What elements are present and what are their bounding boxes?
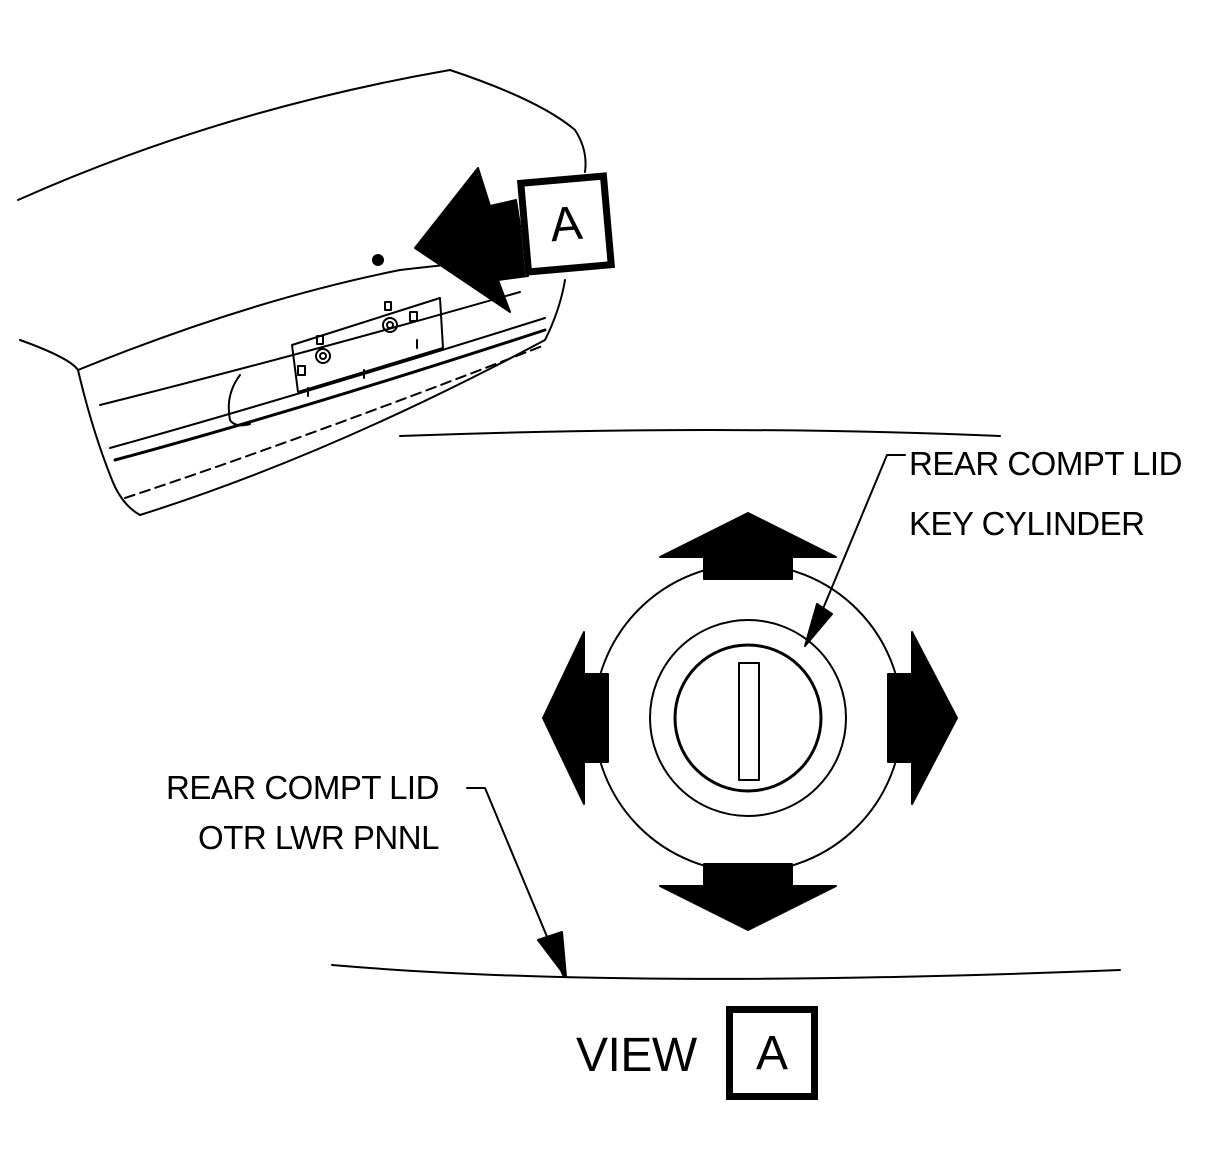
cylinder-bezel bbox=[649, 619, 847, 817]
cylinder-bezel-outer bbox=[593, 563, 903, 873]
arrow-up-icon bbox=[659, 512, 837, 580]
view-direction-arrow bbox=[414, 167, 529, 313]
key-cylinder bbox=[673, 643, 823, 793]
view-word: VIEW bbox=[576, 1029, 697, 1082]
view-upper-edge bbox=[399, 429, 1001, 437]
panel-arrowhead bbox=[537, 931, 567, 978]
view-caption: VIEW bbox=[576, 1028, 697, 1084]
panel-label-line1: REAR COMPT LID bbox=[166, 769, 439, 806]
panel-label-line2: OTR LWR PNNL bbox=[198, 819, 439, 856]
panel-leader bbox=[466, 787, 564, 976]
arrow-right-icon bbox=[887, 631, 958, 805]
arrow-left-icon bbox=[542, 631, 609, 805]
arrow-down-icon bbox=[659, 863, 837, 931]
callout-box-a: A bbox=[516, 172, 616, 276]
key-cylinder-label-line1: REAR COMPT LID bbox=[909, 445, 1182, 482]
view-letter-box: A bbox=[726, 1006, 818, 1100]
key-cylinder-arrowhead bbox=[804, 603, 833, 647]
key-cylinder-label-line2: KEY CYLINDER bbox=[909, 505, 1145, 542]
callout-letter: A bbox=[547, 196, 585, 252]
key-cylinder-leader bbox=[809, 454, 906, 641]
key-cylinder-label: REAR COMPT LID KEY CYLINDER bbox=[909, 444, 1182, 544]
key-slot bbox=[738, 662, 760, 781]
view-letter: A bbox=[755, 1026, 788, 1080]
panel-label: REAR COMPT LID OTR LWR PNNL bbox=[166, 768, 439, 858]
view-lower-edge bbox=[331, 964, 1121, 980]
trunk-lid-illustration bbox=[17, 69, 587, 516]
